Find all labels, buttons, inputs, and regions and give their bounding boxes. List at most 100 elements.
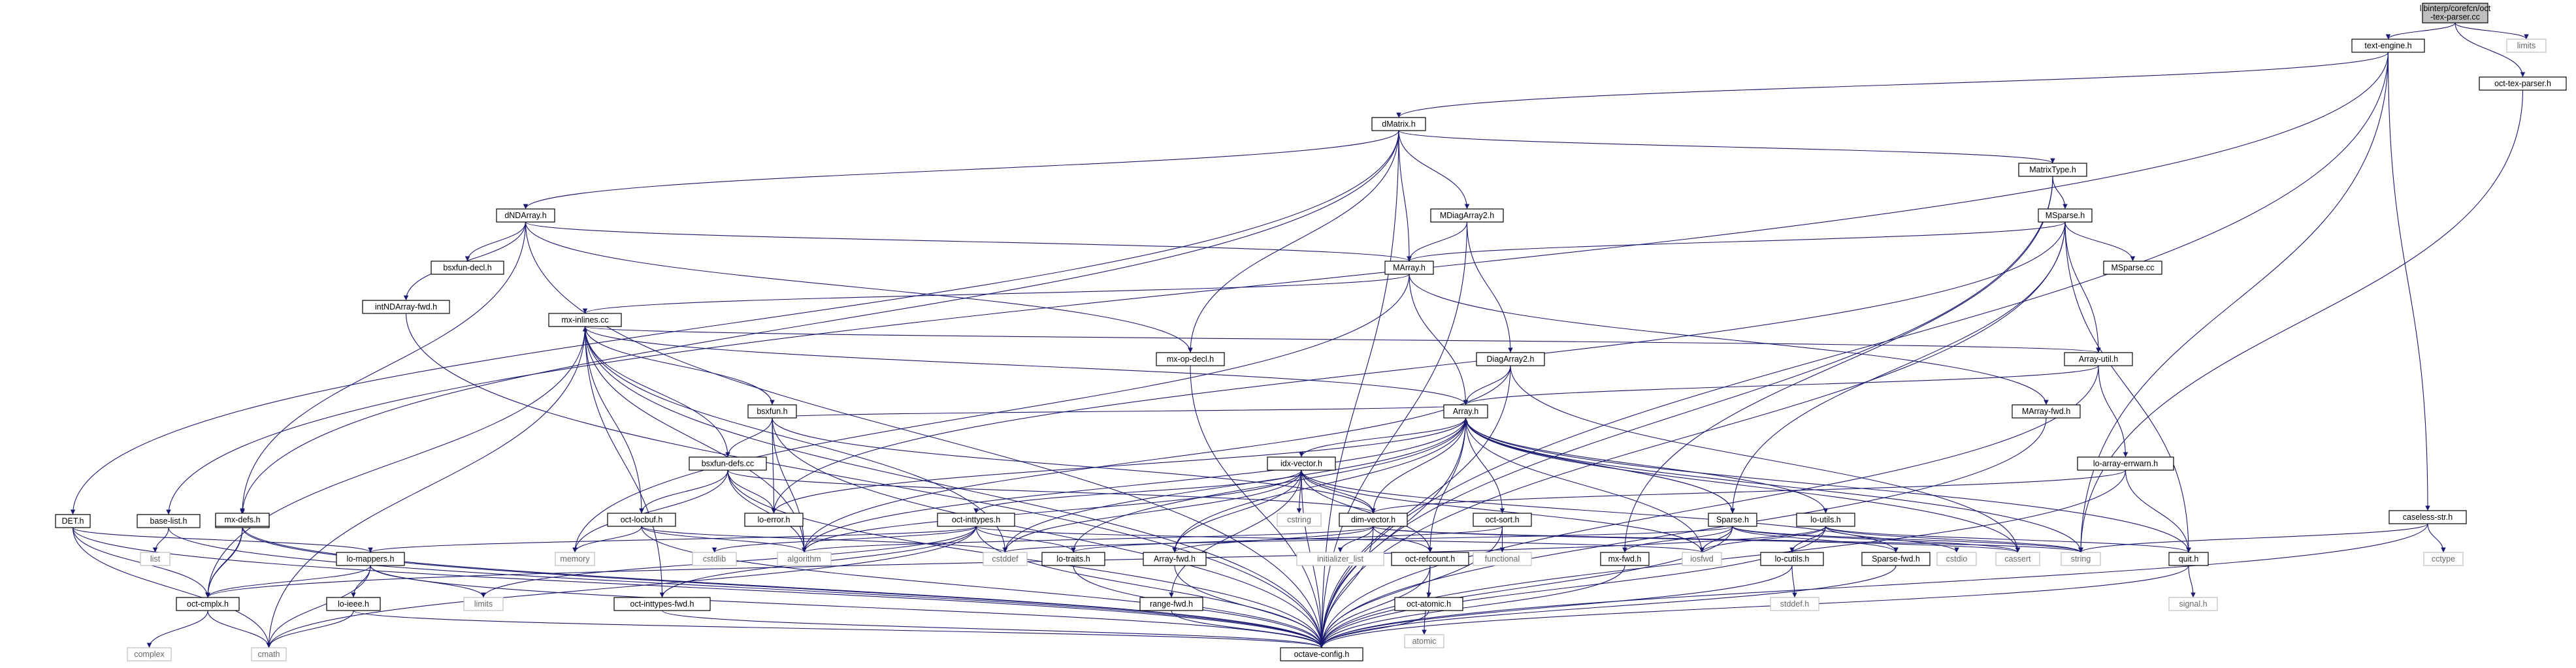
node-lo-error[interactable]: lo-error.h xyxy=(744,513,804,527)
node-label-lo-utils: lo-utils.h xyxy=(1810,515,1841,524)
node-root[interactable]: libinterp/corefcn/oct-tex-parser.cc xyxy=(2420,3,2491,24)
node-octave-config[interactable]: octave-config.h xyxy=(1280,647,1363,661)
node-label-cstdlib: cstdlib xyxy=(703,554,726,564)
dependency-edge-Array-to-idx-vector xyxy=(1299,417,1467,458)
dependency-edge-Array-to-lo-error xyxy=(771,417,1467,514)
node-label-Array-fwd: Array-fwd.h xyxy=(1154,554,1196,564)
node-mx-op-decl[interactable]: mx-op-decl.h xyxy=(1156,352,1225,366)
node-label-Array-util: Array-util.h xyxy=(2079,355,2118,364)
node-oct-inttypes-fwd[interactable]: oct-inttypes-fwd.h xyxy=(613,597,711,611)
node-label-string: string xyxy=(2071,554,2091,564)
node-MArray[interactable]: MArray.h xyxy=(1384,261,1434,275)
node-DET[interactable]: DET.h xyxy=(55,514,91,528)
node-cstddef: cstddef xyxy=(983,552,1028,566)
node-bsxfun-defs[interactable]: bsxfun-defs.cc xyxy=(689,456,767,471)
dependency-edge-Array-to-octave-config xyxy=(1319,417,1467,648)
dependency-edge-idx-vector-to-Array-fwd xyxy=(1172,469,1302,553)
dependency-edge-lo-utils-to-iosfwd xyxy=(1699,526,1827,553)
node-oct-atomic[interactable]: oct-atomic.h xyxy=(1394,597,1463,611)
dependency-edge-mx-inlines-to-oct-inttypes-fwd xyxy=(584,326,665,598)
dependency-edge-idx-vector-to-Sparse-fwd xyxy=(1301,469,1899,553)
node-DiagArray2[interactable]: DiagArray2.h xyxy=(1476,352,1545,366)
node-idx-vector[interactable]: idx-vector.h xyxy=(1267,456,1336,471)
dependency-edge-root-to-text-engine xyxy=(2385,22,2456,40)
node-Array-util[interactable]: Array-util.h xyxy=(2064,352,2133,366)
dependency-edge-bsxfun-defs-to-oct-locbuf xyxy=(639,469,728,514)
node-cstring: cstring xyxy=(1277,513,1322,527)
node-mx-defs[interactable]: mx-defs.h xyxy=(215,513,270,527)
node-lo-array-errwarn[interactable]: lo-array-errwarn.h xyxy=(2077,456,2174,471)
dependency-edge-MatrixType-to-octave-config xyxy=(1319,176,2053,648)
node-Array-fwd[interactable]: Array-fwd.h xyxy=(1143,552,1207,566)
node-atomic: atomic xyxy=(1404,634,1444,648)
node-cctype: cctype xyxy=(2423,552,2464,566)
node-label-cmath: cmath xyxy=(257,650,280,659)
dependency-edge-oct-sort-to-octave-config xyxy=(1319,526,1503,648)
node-Sparse[interactable]: Sparse.h xyxy=(1708,513,1757,527)
dependency-edge-lo-mappers-to-oct-cmplx xyxy=(205,565,371,598)
node-intNDArray-fwd[interactable]: intNDArray-fwd.h xyxy=(362,300,450,314)
node-oct-refcount[interactable]: oct-refcount.h xyxy=(1391,552,1469,566)
dependency-edge-lo-utils-to-cstdio xyxy=(1825,526,1959,553)
dependency-edge-intNDArray-fwd-to-octave-config xyxy=(405,313,1324,648)
dependency-edge-oct-cmplx-to-cmath xyxy=(207,610,272,648)
node-Array[interactable]: Array.h xyxy=(1443,404,1488,419)
node-bsxfun[interactable]: bsxfun.h xyxy=(747,404,797,419)
dependency-edge-lo-array-errwarn-to-quit xyxy=(2125,469,2191,553)
dependency-edge-dMatrix-to-octave-config xyxy=(1319,130,1399,648)
node-lo-utils[interactable]: lo-utils.h xyxy=(1796,513,1855,527)
node-label-MatrixType: MatrixType.h xyxy=(2029,165,2076,174)
node-dim-vector[interactable]: dim-vector.h xyxy=(1339,513,1408,527)
node-quit[interactable]: quit.h xyxy=(2168,552,2209,566)
node-oct-locbuf[interactable]: oct-locbuf.h xyxy=(607,513,676,527)
node-oct-cmplx[interactable]: oct-cmplx.h xyxy=(176,597,240,611)
node-cmath: cmath xyxy=(251,647,287,661)
node-dMatrix[interactable]: dMatrix.h xyxy=(1371,117,1426,131)
dependency-edge-oct-inttypes-to-lo-traits xyxy=(975,526,1076,553)
dependency-edge-lo-array-errwarn-to-octave-config xyxy=(1319,469,2127,648)
node-oct-sort[interactable]: oct-sort.h xyxy=(1473,513,1532,527)
node-dNDArray[interactable]: dNDArray.h xyxy=(496,208,555,223)
dependency-edge-DET-to-cmath xyxy=(72,527,272,648)
dependency-edge-mx-inlines-to-bsxfun xyxy=(584,326,775,406)
node-MDiagArray2[interactable]: MDiagArray2.h xyxy=(1430,208,1504,223)
node-lo-cutils[interactable]: lo-cutils.h xyxy=(1760,552,1824,566)
node-label-lo-ieee: lo-ieee.h xyxy=(338,599,369,609)
dependency-edge-DET-to-lo-mappers xyxy=(72,527,373,553)
dependency-edge-MatrixType-to-mx-fwd xyxy=(1622,176,2053,553)
node-label-text-engine: text-engine.h xyxy=(2364,41,2411,50)
node-caseless-str[interactable]: caseless-str.h xyxy=(2389,510,2467,524)
node-range-fwd[interactable]: range-fwd.h xyxy=(1139,597,1203,611)
node-bsxfun-decl[interactable]: bsxfun-decl.h xyxy=(431,261,504,275)
node-MArray-fwd[interactable]: MArray-fwd.h xyxy=(2012,404,2081,419)
node-label-memory: memory xyxy=(560,554,590,564)
node-oct-inttypes[interactable]: oct-inttypes.h xyxy=(937,513,1015,527)
dependency-edge-Sparse-to-octave-config xyxy=(1319,526,1733,648)
dependency-edge-oct-atomic-to-octave-config xyxy=(1319,610,1429,648)
dependency-edge-bsxfun-defs-to-lo-error xyxy=(727,469,777,514)
node-oct-tex-parser-h[interactable]: oct-tex-parser.h xyxy=(2479,76,2567,91)
dependency-edge-Array-util-to-lo-array-errwarn xyxy=(2098,365,2128,458)
node-mx-inlines[interactable]: mx-inlines.cc xyxy=(548,313,622,327)
dependency-edge-Array-fwd-to-octave-config xyxy=(1174,565,1324,648)
node-lo-ieee[interactable]: lo-ieee.h xyxy=(326,597,381,611)
node-initializer-list: initializer_list xyxy=(1296,552,1384,566)
node-text-engine[interactable]: text-engine.h xyxy=(2351,39,2425,53)
dependency-edge-oct-inttypes-to-iosfwd xyxy=(975,526,1704,553)
node-Sparse-fwd[interactable]: Sparse-fwd.h xyxy=(1861,552,1931,566)
dependency-edge-lo-mappers-to-octave-config xyxy=(370,565,1324,648)
node-complex: complex xyxy=(127,647,172,661)
node-lo-mappers[interactable]: lo-mappers.h xyxy=(336,552,405,566)
node-MSparse-cc[interactable]: MSparse.cc xyxy=(2103,261,2162,275)
node-lo-traits[interactable]: lo-traits.h xyxy=(1041,552,1105,566)
dependency-edge-oct-inttypes-to-lo-mappers xyxy=(368,526,977,553)
dependency-edge-idx-vector-to-dim-vector xyxy=(1301,469,1376,514)
node-mx-fwd[interactable]: mx-fwd.h xyxy=(1600,552,1650,566)
dependency-edge-Array-to-oct-sort xyxy=(1465,417,1505,514)
dependency-edge-Sparse-to-mx-fwd xyxy=(1622,526,1733,553)
node-limits2: limits xyxy=(463,597,504,611)
dependency-edge-Array-to-cstddef xyxy=(1002,417,1467,553)
node-MatrixType[interactable]: MatrixType.h xyxy=(2018,163,2087,177)
node-MSparse[interactable]: MSparse.h xyxy=(2038,208,2093,223)
node-base-list[interactable]: base-list.h xyxy=(137,514,201,528)
